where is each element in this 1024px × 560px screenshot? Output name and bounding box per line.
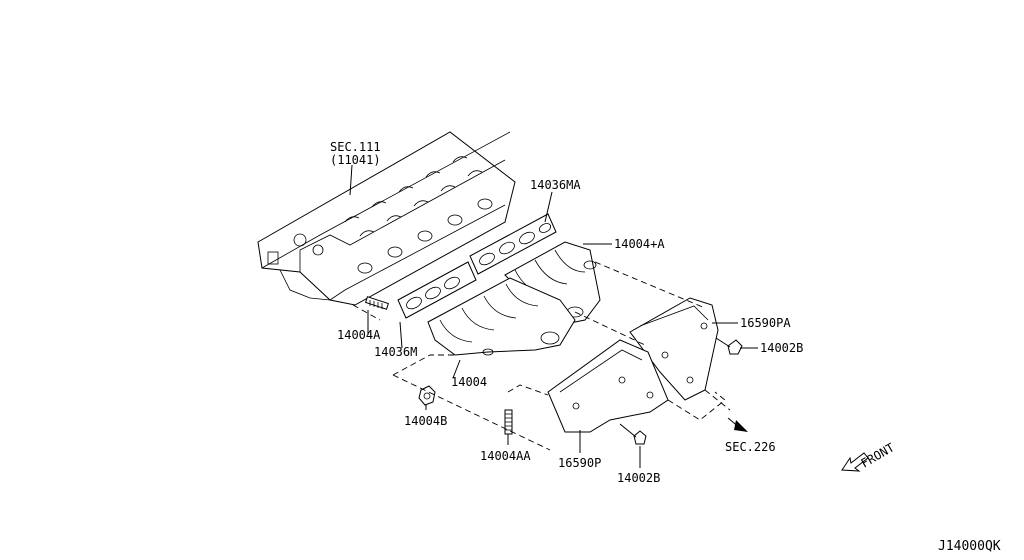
heat-insulator-16590P [547,339,669,433]
label-14004AA: 14004AA [480,449,531,463]
figure-code: J14000QK [938,539,1001,554]
label-sec111-sub: (11041) [330,153,381,167]
nut-14004B [418,385,436,406]
label-14004plusA: 14004+A [614,237,665,251]
arrow-left-down-icon [841,452,869,472]
bolt-14002B-bottom [619,423,647,445]
exhaust-manifold-14004 [427,277,576,356]
label-14002B-right: 14002B [760,341,803,355]
label-14036MA: 14036MA [530,178,581,192]
leader-lines [349,164,758,468]
bolt-14002B-right [715,337,743,355]
heat-insulator-16590PA [629,297,719,401]
label-14004: 14004 [451,375,487,389]
gasket-14036MA [469,213,557,275]
cylinder-head [257,131,516,306]
stud-14004A [364,296,390,310]
label-14002B-bottom: 14002B [617,471,660,485]
label-14004A: 14004A [337,328,381,342]
label-16590P: 16590P [558,456,601,470]
stud-14004AA [504,409,513,435]
label-14004B: 14004B [404,414,447,428]
label-16590PA: 16590PA [740,316,791,330]
label-sec226: SEC.226 [725,440,776,454]
label-sec111: SEC.111 [330,140,381,154]
arrow-right-down-icon [727,417,748,432]
alignment-lines [352,261,731,451]
label-front: FRONT [859,440,897,470]
label-14036M: 14036M [374,345,417,359]
gasket-14036M [397,261,477,319]
